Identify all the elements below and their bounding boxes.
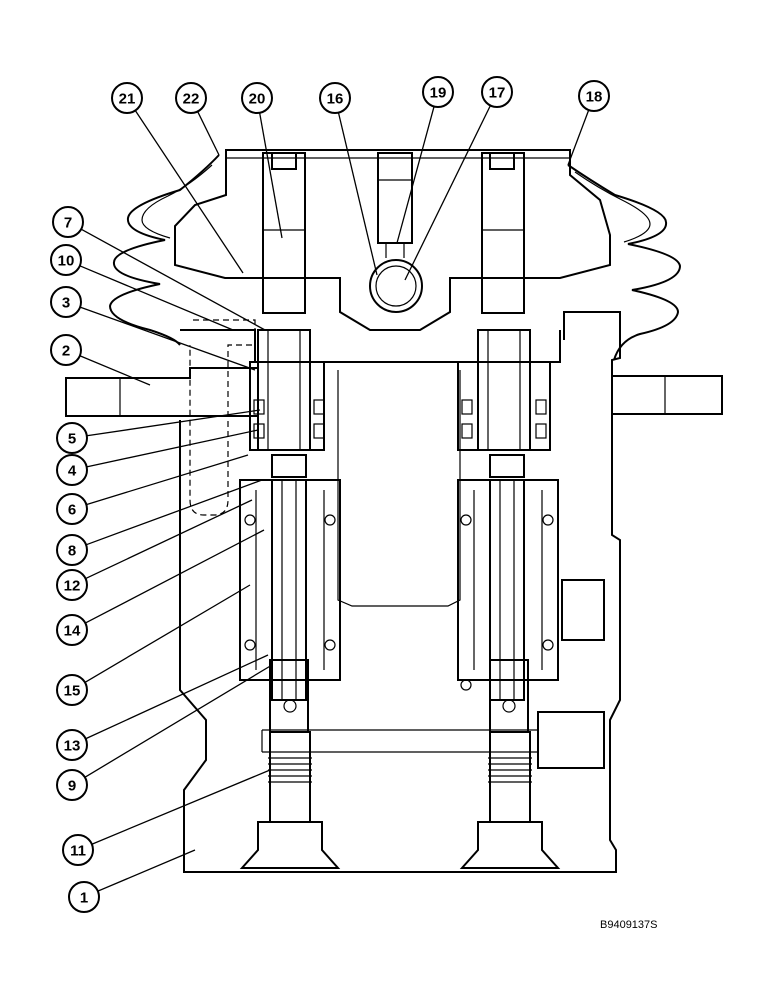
callout-15: 15: [56, 674, 88, 706]
callout-8: 8: [56, 534, 88, 566]
callout-number: 2: [62, 343, 70, 360]
callout-18: 18: [578, 80, 610, 112]
leader-line-9: [84, 664, 273, 778]
callout-12: 12: [56, 569, 88, 601]
callout-21: 21: [111, 82, 143, 114]
callout-circle: [68, 881, 100, 913]
hidden-passage: [189, 319, 256, 516]
callout-circle: [578, 80, 610, 112]
leader-line-8: [85, 479, 263, 546]
callout-number: 13: [64, 738, 81, 755]
leader-line-19: [396, 106, 435, 244]
cover-plate: [174, 149, 611, 331]
leader-line-10: [79, 265, 234, 331]
callout-circle: [52, 206, 84, 238]
callout-4: 4: [56, 454, 88, 486]
callout-circle: [422, 76, 454, 108]
callout-22: 22: [175, 82, 207, 114]
callout-number: 11: [70, 843, 86, 860]
leader-line-5: [86, 409, 261, 437]
callout-number: 6: [68, 502, 76, 519]
callout-number: 22: [183, 91, 200, 108]
leader-line-18: [567, 109, 590, 166]
callout-circle: [56, 493, 88, 525]
leader-line-20: [258, 112, 283, 239]
callout-number: 21: [119, 91, 136, 108]
leader-line-7: [80, 228, 266, 331]
leader-line-3: [79, 306, 256, 371]
callout-9: 9: [56, 769, 88, 801]
callout-number: 14: [64, 623, 81, 640]
callout-circle: [241, 82, 273, 114]
left-spool-assembly: [239, 152, 341, 869]
callout-number: 18: [586, 89, 603, 106]
leader-line-22: [197, 111, 220, 156]
figure-reference-code: B9409137S: [600, 919, 658, 931]
callout-circle: [50, 286, 82, 318]
callout-number: 3: [62, 295, 70, 312]
center-ball-assembly: [369, 152, 423, 313]
callout-number: 8: [68, 543, 76, 560]
leader-line-6: [86, 454, 249, 506]
callout-number: 7: [64, 215, 72, 232]
callout-number: 1: [80, 890, 88, 907]
leader-line-2: [79, 355, 151, 386]
callout-7: 7: [52, 206, 84, 238]
leader-line-12: [85, 499, 253, 580]
callout-number: 16: [327, 91, 344, 108]
callout-number: 4: [68, 463, 77, 480]
callout-circle: [319, 82, 351, 114]
callout-number: 10: [58, 253, 75, 270]
leader-line-16: [337, 112, 378, 276]
leader-line-14: [85, 529, 265, 624]
callout-circle: [175, 82, 207, 114]
rubber-boot: [108, 154, 682, 361]
callout-circle: [62, 834, 94, 866]
leader-line-17: [404, 105, 491, 281]
callout-circle: [56, 614, 88, 646]
callout-17: 17: [481, 76, 513, 108]
callout-number: 17: [489, 85, 506, 102]
callout-10: 10: [50, 244, 82, 276]
leader-lines: [79, 105, 590, 892]
callout-number: 12: [64, 578, 81, 595]
callout-1: 1: [68, 881, 100, 913]
callout-circle: [56, 769, 88, 801]
callout-14: 14: [56, 614, 88, 646]
callout-circle: [56, 422, 88, 454]
valve-body: [65, 311, 723, 873]
callout-5: 5: [56, 422, 88, 454]
callout-13: 13: [56, 729, 88, 761]
callout-20: 20: [241, 82, 273, 114]
callout-circle: [56, 569, 88, 601]
callout-circle: [481, 76, 513, 108]
callout-number: 5: [68, 431, 76, 448]
leader-line-15: [84, 584, 251, 683]
callout-number: 19: [430, 85, 447, 102]
callout-16: 16: [319, 82, 351, 114]
callout-circle: [111, 82, 143, 114]
callout-number: 20: [249, 91, 266, 108]
callout-circle: [56, 674, 88, 706]
callout-2: 2: [50, 334, 82, 366]
callout-number: 15: [64, 683, 81, 700]
callout-number: 9: [68, 778, 76, 795]
leader-line-4: [86, 429, 259, 468]
leader-line-1: [97, 849, 196, 892]
right-spool-assembly: [457, 152, 561, 869]
callout-circle: [56, 454, 88, 486]
callout-circle: [50, 334, 82, 366]
callout-19: 19: [422, 76, 454, 108]
callout-3: 3: [50, 286, 82, 318]
leader-line-21: [134, 110, 244, 274]
callout-6: 6: [56, 493, 88, 525]
callout-circle: [56, 729, 88, 761]
callout-11: 11: [62, 834, 94, 866]
leader-line-11: [91, 769, 271, 845]
leader-line-13: [85, 654, 269, 740]
callout-circle: [50, 244, 82, 276]
callout-circle: [56, 534, 88, 566]
